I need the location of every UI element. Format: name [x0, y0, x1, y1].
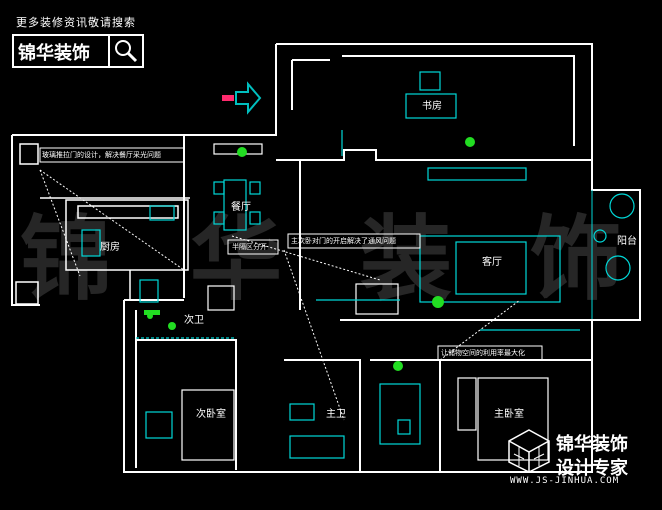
search-icon[interactable] [108, 36, 142, 66]
logo-line2: 设计专家 [556, 458, 628, 479]
room-label-kitchen: 厨房 [100, 242, 120, 253]
sight-lines [39, 169, 521, 421]
room-label-dining: 餐厅 [231, 202, 251, 213]
logo-line1: 锦华装饰 [556, 434, 628, 455]
logo-cube-icon [508, 429, 550, 473]
room-label-master-bath: 主卫 [326, 409, 346, 420]
room-label-study: 书房 [422, 101, 442, 112]
room-label-second-bedroom: 次卧室 [196, 409, 226, 420]
room-label-second-bath: 次卫 [184, 315, 204, 326]
room-label-master-bedroom: 主卧室 [494, 409, 524, 420]
brand-search-box[interactable]: 锦华装饰 [12, 34, 144, 68]
room-label-living: 客厅 [482, 257, 502, 268]
banner-tagline: 更多装修资讯敬请搜索 [16, 16, 136, 29]
note-space-use: 让储物空间的利用率最大化 [441, 349, 525, 357]
outer-walls [11, 43, 641, 473]
fixtures [81, 71, 635, 461]
entrance-arrow-icon [222, 81, 262, 115]
note-frames [39, 147, 543, 361]
note-bedroom-door: 主次卧对门的开启解决了通风问题 [291, 237, 396, 245]
header-banner: 更多装修资讯敬请搜索 锦华装饰 [4, 4, 166, 68]
room-label-balcony: 阳台 [617, 236, 637, 247]
plants [144, 137, 475, 371]
brand-name: 锦华装饰 [18, 43, 90, 64]
logo-url: WWW.JS-JINHUA.COM [510, 476, 620, 486]
company-logo: 锦华装饰 设计专家 WWW.JS-JINHUA.COM [506, 428, 656, 488]
note-kitchen-door: 玻璃推拉门的设计，解决餐厅采光问题 [42, 151, 161, 159]
note-half-partition: 半隔区分开 [232, 243, 267, 251]
kitchen-walls [15, 143, 190, 305]
